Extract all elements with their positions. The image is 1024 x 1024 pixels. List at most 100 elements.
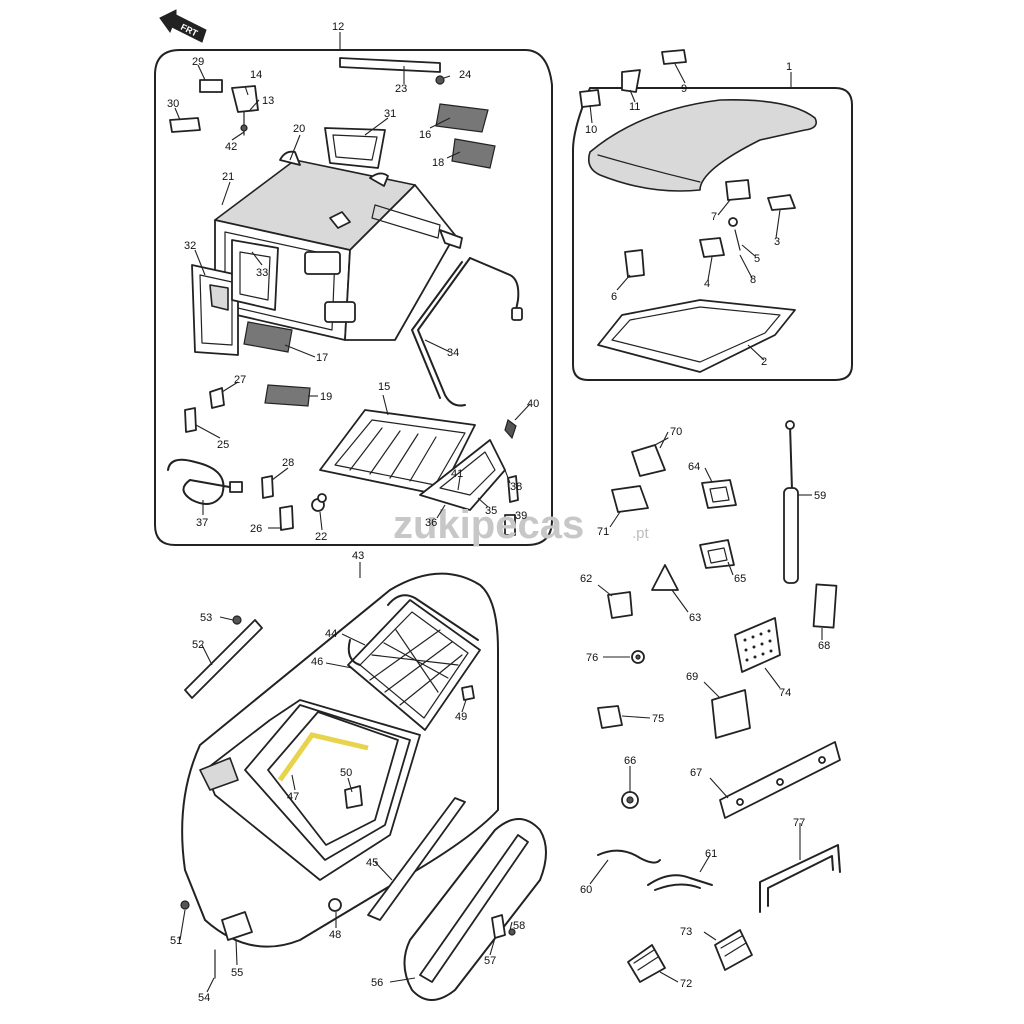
watermark-suffix: .pt [632, 525, 650, 542]
label-69: 69 [686, 671, 698, 683]
label-7: 7 [711, 211, 717, 223]
label-19: 19 [320, 391, 332, 403]
label-32: 32 [184, 240, 196, 252]
panel-69 [711, 689, 751, 739]
label-50: 50 [340, 767, 352, 779]
bracket-71 [611, 485, 649, 513]
seal-47-highlight [277, 732, 369, 782]
plate-68 [812, 583, 838, 629]
window-33 [231, 239, 279, 311]
bracket-70 [631, 437, 669, 477]
label-22: 22 [315, 531, 327, 543]
door-32 [191, 264, 239, 356]
label-41: 41 [451, 468, 463, 480]
label-29: 29 [192, 56, 204, 68]
window-31 [324, 127, 386, 169]
label-31: 31 [384, 108, 396, 120]
group-outline-43 [181, 572, 499, 948]
label-52: 52 [192, 639, 204, 651]
label-37: 37 [196, 517, 208, 529]
label-51: 51 [170, 935, 182, 947]
label-49: 49 [455, 711, 467, 723]
pad-72 [627, 944, 666, 983]
label-76: 76 [586, 652, 598, 664]
label-44: 44 [325, 628, 337, 640]
label-67: 67 [690, 767, 702, 779]
label-30: 30 [167, 98, 179, 110]
label-56: 56 [371, 977, 383, 989]
door-43 [199, 699, 421, 881]
label-60: 60 [580, 884, 592, 896]
label-20: 20 [293, 123, 305, 135]
grille-74 [734, 617, 781, 673]
strip-56 [419, 834, 529, 983]
label-14: 14 [250, 69, 262, 81]
label-43: 43 [352, 550, 364, 562]
label-18: 18 [432, 157, 444, 169]
label-25: 25 [217, 439, 229, 451]
vent-17 [243, 321, 293, 353]
label-6: 6 [611, 291, 617, 303]
label-42: 42 [225, 141, 237, 153]
wiring-harness-37 [167, 458, 243, 505]
label-1: 1 [786, 61, 792, 73]
label-65: 65 [734, 573, 746, 585]
label-24: 24 [459, 69, 471, 81]
label-33: 33 [256, 267, 268, 279]
strip-45 [367, 797, 466, 921]
door-window-46 [347, 599, 481, 731]
leader-lines-door [179, 616, 513, 993]
bracket-62 [607, 591, 633, 619]
roof-strip-23 [339, 57, 441, 73]
cable-61 [647, 874, 713, 891]
roll-bar-34 [411, 257, 523, 407]
label-71: 71 [597, 526, 609, 538]
group-outline-12 [154, 49, 553, 546]
leader-lines-roof [589, 63, 781, 361]
label-12: 12 [332, 21, 344, 33]
pad-65 [699, 539, 735, 569]
label-39: 39 [515, 510, 527, 522]
label-58: 58 [513, 920, 525, 932]
label-13: 13 [262, 95, 274, 107]
label-27: 27 [234, 374, 246, 386]
label-35: 35 [485, 505, 497, 517]
label-54: 54 [198, 992, 210, 1004]
label-26: 26 [250, 523, 262, 535]
label-57: 57 [484, 955, 496, 967]
small-parts-25-27-28-26-22 [184, 387, 519, 536]
label-68: 68 [818, 640, 830, 652]
label-4: 4 [704, 278, 710, 290]
label-62: 62 [580, 573, 592, 585]
bolt-24 [435, 75, 445, 85]
label-23: 23 [395, 83, 407, 95]
label-9: 9 [681, 83, 687, 95]
label-59: 59 [814, 490, 826, 502]
label-64: 64 [688, 461, 700, 473]
label-11: 11 [629, 101, 640, 113]
vent-16 [435, 103, 489, 133]
label-47: 47 [287, 791, 299, 803]
handle-77 [759, 844, 841, 913]
label-16: 16 [419, 129, 431, 141]
latch-75 [597, 705, 623, 729]
nut-76 [631, 650, 645, 664]
door-trim-44 [347, 594, 479, 666]
vent-18 [451, 138, 496, 169]
label-66: 66 [624, 755, 636, 767]
label-5: 5 [754, 253, 760, 265]
leader-lines [174, 64, 531, 531]
label-40: 40 [527, 398, 539, 410]
roof-liner-2 [597, 299, 796, 373]
label-70: 70 [670, 426, 682, 438]
label-45: 45 [366, 857, 378, 869]
gas-strut-59 [783, 420, 799, 584]
label-36: 36 [425, 517, 437, 529]
label-53: 53 [200, 612, 212, 624]
label-38: 38 [510, 481, 522, 493]
label-72: 72 [680, 978, 692, 990]
vent-19 [264, 384, 311, 407]
group-outline-1 [572, 87, 853, 381]
label-77: 77 [793, 817, 805, 829]
